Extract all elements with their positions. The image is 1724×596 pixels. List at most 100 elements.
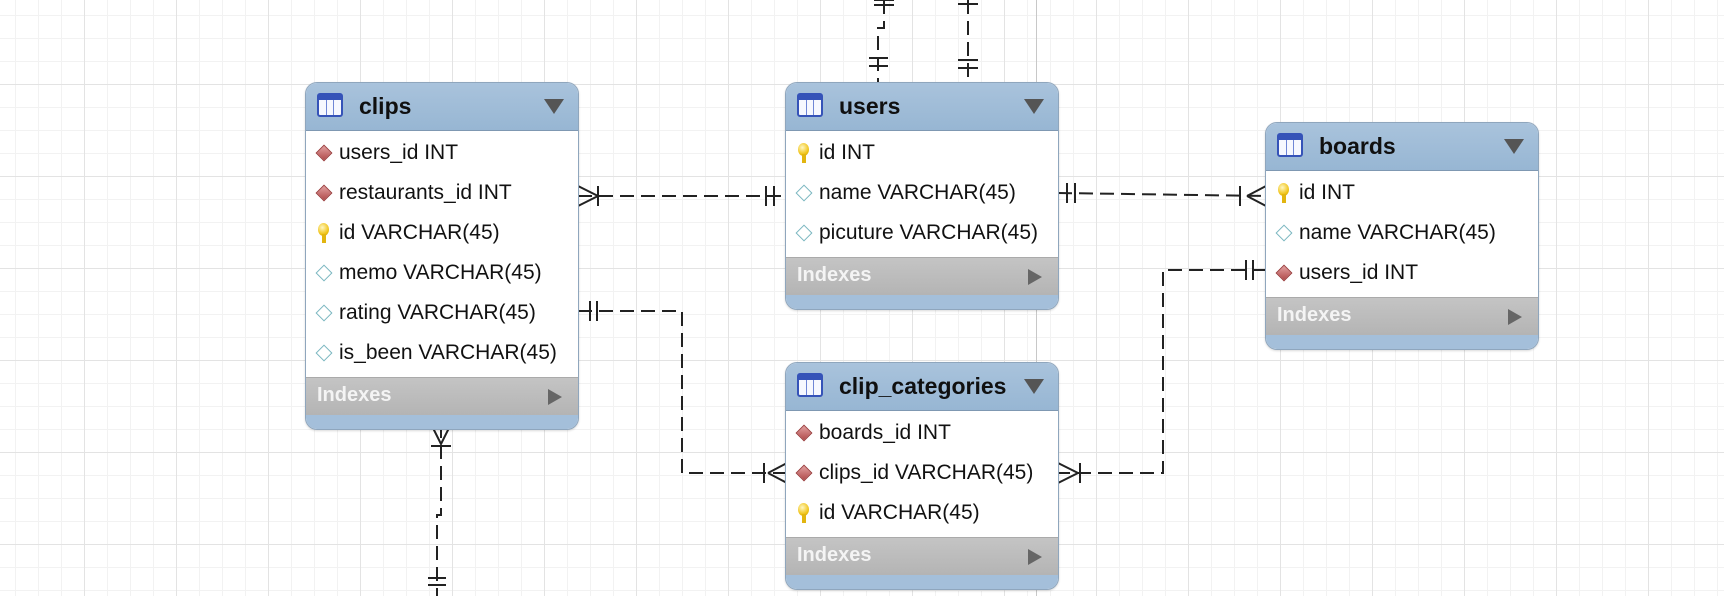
relationship-users-boards[interactable] — [1057, 183, 1267, 207]
column-row[interactable]: id VARCHAR(45) — [786, 493, 1058, 533]
entity-users[interactable]: users id INT name VARCHAR(45) picuture V… — [785, 82, 1059, 310]
foreign-key-icon — [315, 184, 333, 202]
column-list: users_id INT restaurants_id INT id VARCH… — [306, 131, 578, 377]
entity-clips[interactable]: clips users_id INT restaurants_id INT id… — [305, 82, 579, 430]
attribute-icon — [795, 224, 813, 242]
foreign-key-icon — [795, 464, 813, 482]
entity-header[interactable]: clips — [306, 83, 578, 131]
primary-key-icon — [1276, 183, 1290, 203]
table-icon — [317, 93, 343, 117]
column-row[interactable]: memo VARCHAR(45) — [306, 253, 578, 293]
entity-footer — [786, 295, 1058, 309]
column-label: memo VARCHAR(45) — [339, 261, 542, 284]
indexes-section[interactable]: Indexes — [1266, 297, 1538, 335]
attribute-icon — [315, 344, 333, 362]
table-icon — [1277, 133, 1303, 157]
entity-title: users — [839, 93, 901, 119]
relationship-clips-offscreen[interactable] — [428, 423, 452, 596]
column-row[interactable]: name VARCHAR(45) — [1266, 213, 1538, 253]
attribute-icon — [315, 264, 333, 282]
column-row[interactable]: users_id INT — [306, 133, 578, 173]
expand-arrow-icon[interactable] — [548, 389, 562, 405]
column-list: boards_id INT clips_id VARCHAR(45) id VA… — [786, 411, 1058, 537]
entity-title: clip_categories — [839, 373, 1007, 399]
column-row[interactable]: users_id INT — [1266, 253, 1538, 293]
entity-footer — [786, 575, 1058, 589]
column-label: clips_id VARCHAR(45) — [819, 461, 1034, 484]
column-row[interactable]: is_been VARCHAR(45) — [306, 333, 578, 373]
indexes-section[interactable]: Indexes — [786, 257, 1058, 295]
collapse-arrow-icon[interactable] — [1024, 99, 1044, 114]
collapse-arrow-icon[interactable] — [1024, 379, 1044, 394]
column-label: id INT — [1299, 181, 1356, 204]
column-row[interactable]: id INT — [1266, 173, 1538, 213]
indexes-section[interactable]: Indexes — [306, 377, 578, 415]
table-icon — [797, 93, 823, 117]
entity-boards[interactable]: boards id INT name VARCHAR(45) users_id … — [1265, 122, 1539, 350]
column-label: is_been VARCHAR(45) — [339, 341, 557, 364]
column-row[interactable]: clips_id VARCHAR(45) — [786, 453, 1058, 493]
indexes-label: Indexes — [1277, 304, 1352, 326]
column-row[interactable]: name VARCHAR(45) — [786, 173, 1058, 213]
column-label: rating VARCHAR(45) — [339, 301, 536, 324]
expand-arrow-icon[interactable] — [1028, 549, 1042, 565]
attribute-icon — [315, 304, 333, 322]
cardinality-marks — [1066, 183, 1267, 207]
column-label: id INT — [819, 141, 876, 164]
cardinality-marks — [869, 0, 894, 67]
entity-header[interactable]: boards — [1266, 123, 1538, 171]
column-label: users_id INT — [339, 141, 459, 164]
column-label: restaurants_id INT — [339, 181, 512, 204]
column-label: id VARCHAR(45) — [819, 501, 980, 524]
indexes-label: Indexes — [317, 384, 392, 406]
entity-title: boards — [1319, 133, 1396, 159]
collapse-arrow-icon[interactable] — [544, 99, 564, 114]
primary-key-icon — [316, 223, 330, 243]
column-label: boards_id INT — [819, 421, 951, 444]
column-row[interactable]: boards_id INT — [786, 413, 1058, 453]
cardinality-marks — [428, 423, 452, 586]
column-row[interactable]: rating VARCHAR(45) — [306, 293, 578, 333]
cardinality-marks — [577, 185, 775, 207]
attribute-icon — [795, 184, 813, 202]
column-label: name VARCHAR(45) — [819, 181, 1016, 204]
indexes-label: Indexes — [797, 544, 872, 566]
expand-arrow-icon[interactable] — [1028, 269, 1042, 285]
column-label: users_id INT — [1299, 261, 1419, 284]
primary-key-icon — [796, 503, 810, 523]
column-list: id INT name VARCHAR(45) users_id INT — [1266, 171, 1538, 297]
cardinality-marks — [589, 301, 788, 484]
indexes-section[interactable]: Indexes — [786, 537, 1058, 575]
primary-key-icon — [796, 143, 810, 163]
entity-header[interactable]: clip_categories — [786, 363, 1058, 411]
entity-header[interactable]: users — [786, 83, 1058, 131]
column-label: picuture VARCHAR(45) — [819, 221, 1039, 244]
expand-arrow-icon[interactable] — [1508, 309, 1522, 325]
column-label: id VARCHAR(45) — [339, 221, 500, 244]
entity-clip-categories[interactable]: clip_categories boards_id INT clips_id V… — [785, 362, 1059, 590]
table-icon — [797, 373, 823, 397]
cardinality-marks — [958, 3, 978, 69]
relationship-users-offscreen-2[interactable] — [958, 0, 978, 82]
column-row[interactable]: restaurants_id INT — [306, 173, 578, 213]
relationship-clips-clip-categories[interactable] — [578, 301, 788, 484]
collapse-arrow-icon[interactable] — [1504, 139, 1524, 154]
column-row[interactable]: id VARCHAR(45) — [306, 213, 578, 253]
foreign-key-icon — [795, 424, 813, 442]
column-row[interactable]: picuture VARCHAR(45) — [786, 213, 1058, 253]
entity-footer — [306, 415, 578, 429]
relationship-clips-users[interactable] — [577, 185, 787, 207]
attribute-icon — [1275, 224, 1293, 242]
entity-footer — [1266, 335, 1538, 349]
indexes-label: Indexes — [797, 264, 872, 286]
cardinality-marks — [1057, 260, 1254, 484]
column-row[interactable]: id INT — [786, 133, 1058, 173]
relationship-boards-clip-categories[interactable] — [1057, 260, 1266, 484]
foreign-key-icon — [315, 144, 333, 162]
entity-title: clips — [359, 93, 412, 119]
relationship-users-offscreen-1[interactable] — [869, 0, 894, 82]
column-list: id INT name VARCHAR(45) picuture VARCHAR… — [786, 131, 1058, 257]
column-label: name VARCHAR(45) — [1299, 221, 1496, 244]
foreign-key-icon — [1275, 264, 1293, 282]
